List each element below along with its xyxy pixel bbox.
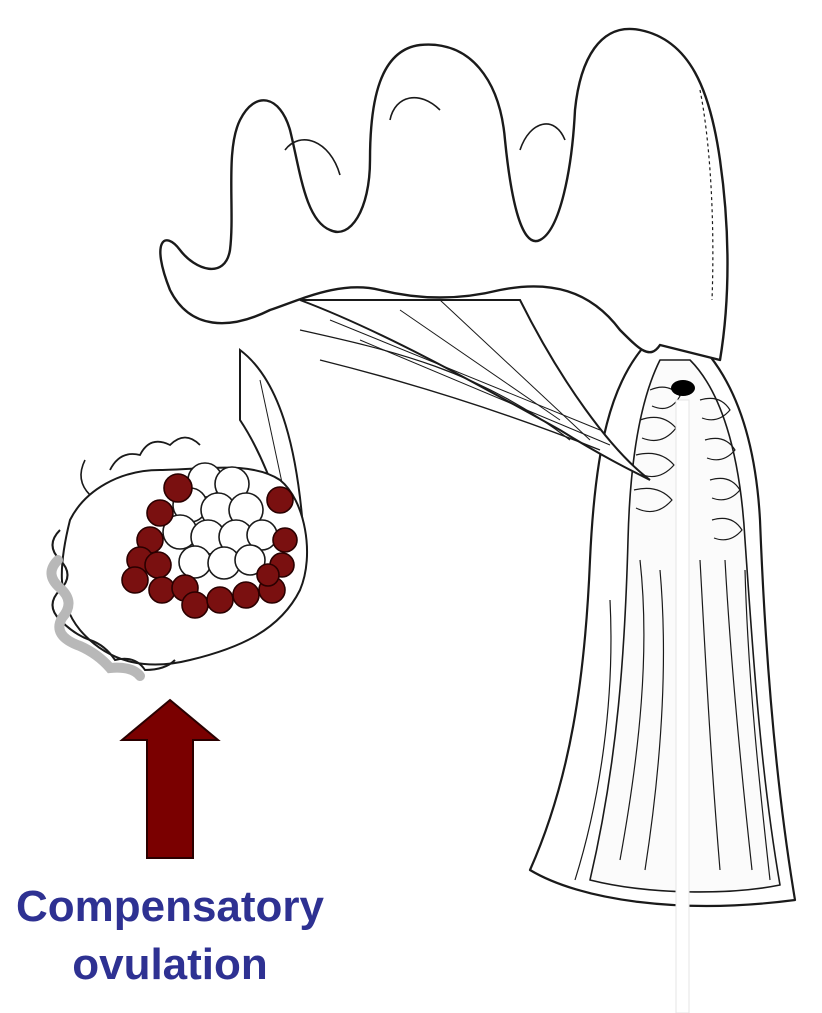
caption-label: Compensatory ovulation xyxy=(0,878,340,994)
caption-line-2: ovulation xyxy=(0,936,340,994)
marker-line xyxy=(676,400,689,1013)
arrow-up-icon xyxy=(122,700,218,858)
caption-line-1: Compensatory xyxy=(0,878,340,936)
